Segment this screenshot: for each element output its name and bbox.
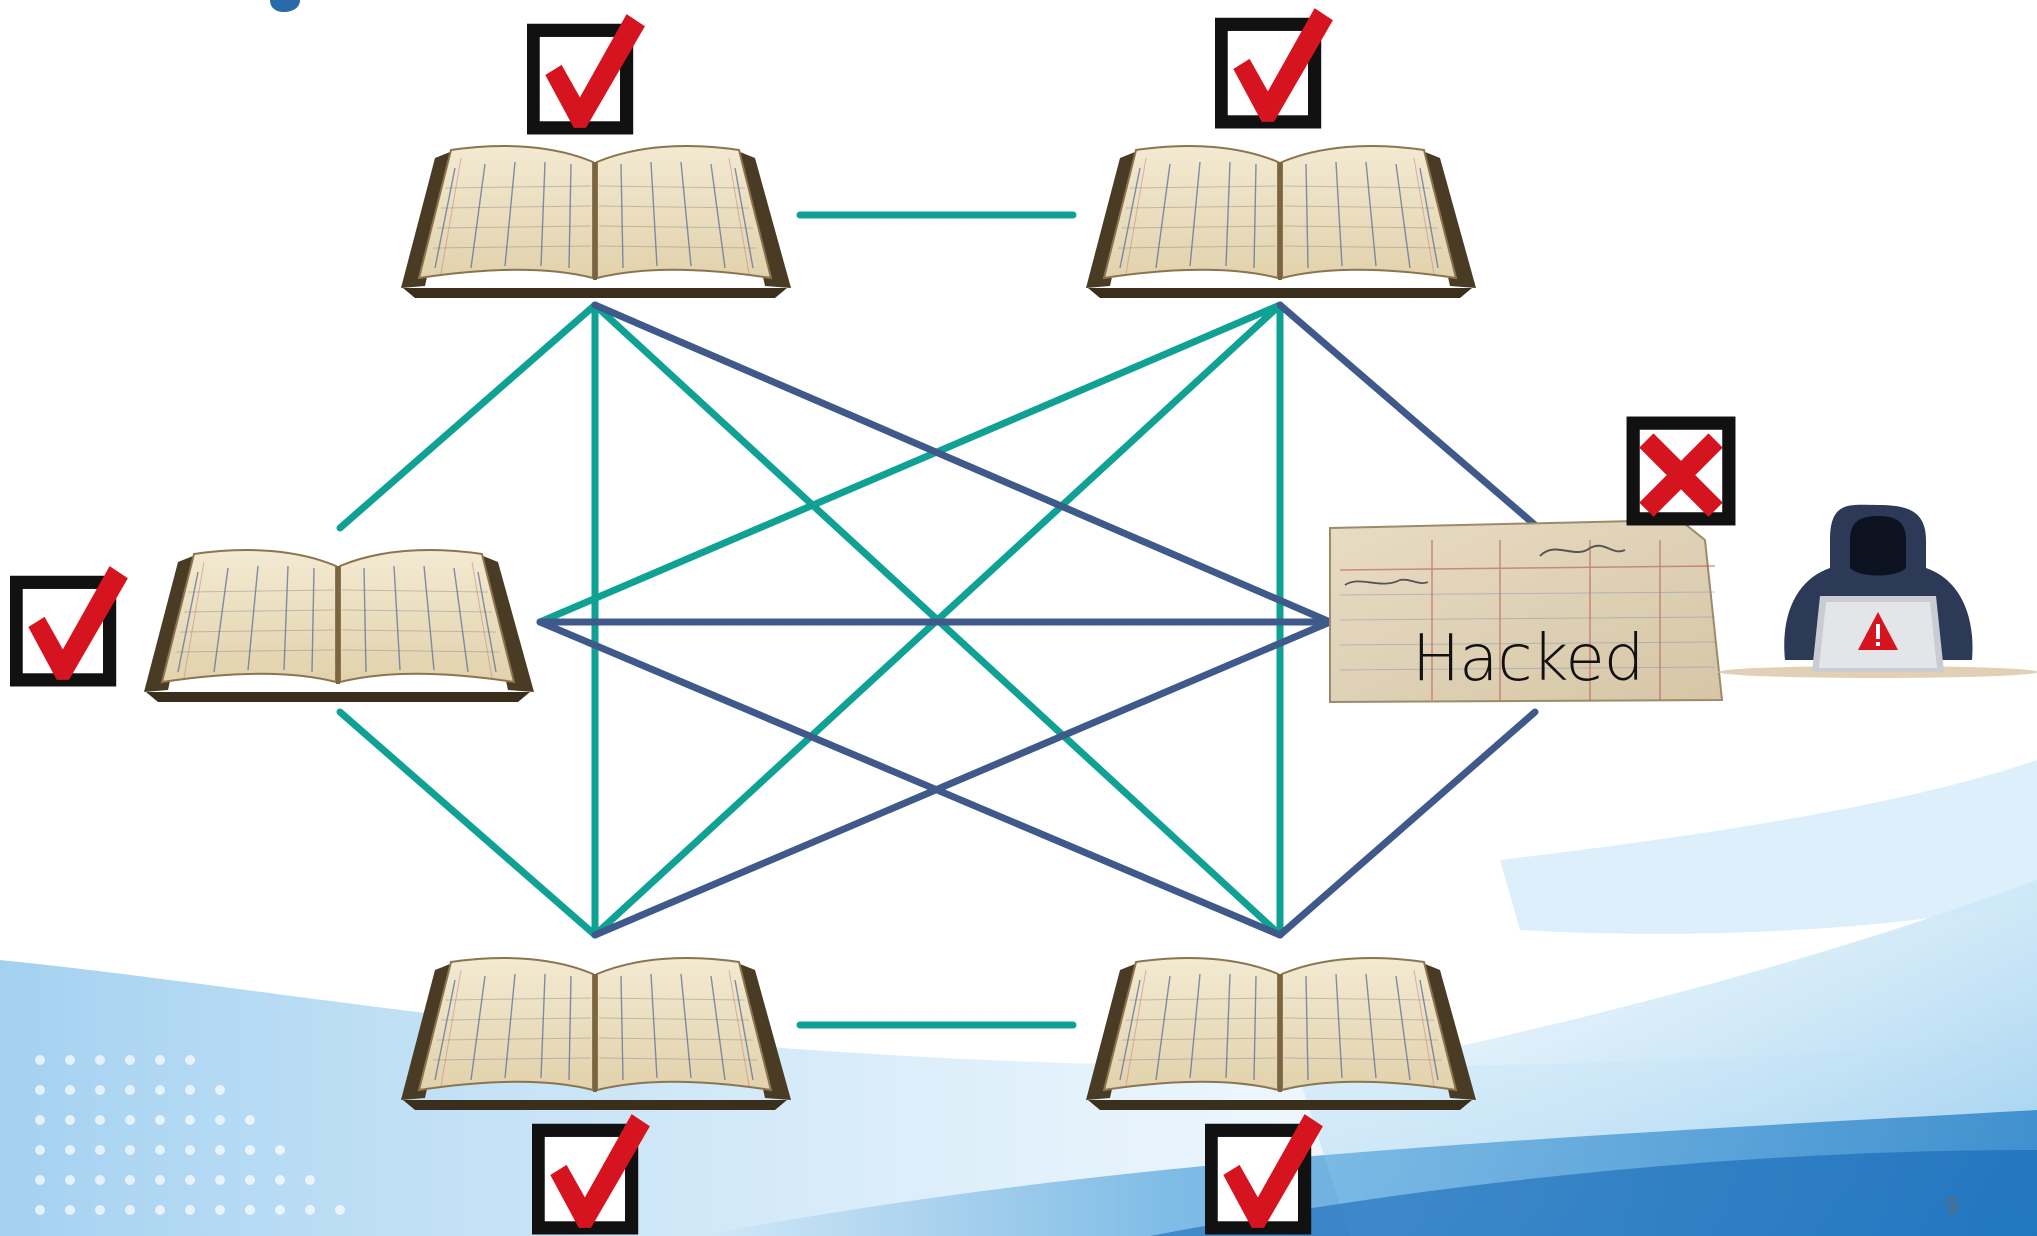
background-decoration: [0, 760, 2037, 1236]
link-middle-left-bottom-left: [336, 708, 599, 939]
ledger-book-top-right: [1085, 145, 1477, 298]
valid-check-icon-bottom-left: [538, 1114, 650, 1228]
invalid-cross-icon-middle-right: [1633, 423, 1729, 519]
link-top-left-middle-left: [336, 301, 599, 532]
valid-check-icon-middle-left: [16, 566, 128, 680]
network-links: [336, 211, 1539, 1029]
link-middle-right-bottom-left: [591, 618, 1334, 939]
hooded-hacker-laptop-warning-icon: [1718, 504, 2037, 678]
valid-check-icon-top-right: [1221, 8, 1333, 122]
valid-check-icon-bottom-right: [1211, 1114, 1323, 1228]
link-top-right-middle-right: [1276, 301, 1539, 529]
ledger-book-top-left: [400, 145, 792, 298]
link-top-left-middle-right: [591, 301, 1334, 626]
hacked-label: Hacked: [1412, 622, 1644, 696]
hacked-ledger-page: [1329, 518, 1724, 704]
cropped-title-fragment: [270, 0, 300, 12]
slide-number: 9: [1945, 1195, 1959, 1220]
link-middle-right-bottom-right: [1276, 708, 1539, 939]
ledger-book-middle-left: [143, 549, 535, 702]
valid-check-icon-top-left: [533, 14, 645, 128]
link-middle-left-bottom-right: [536, 618, 1284, 939]
link-top-right-middle-left: [536, 301, 1284, 626]
